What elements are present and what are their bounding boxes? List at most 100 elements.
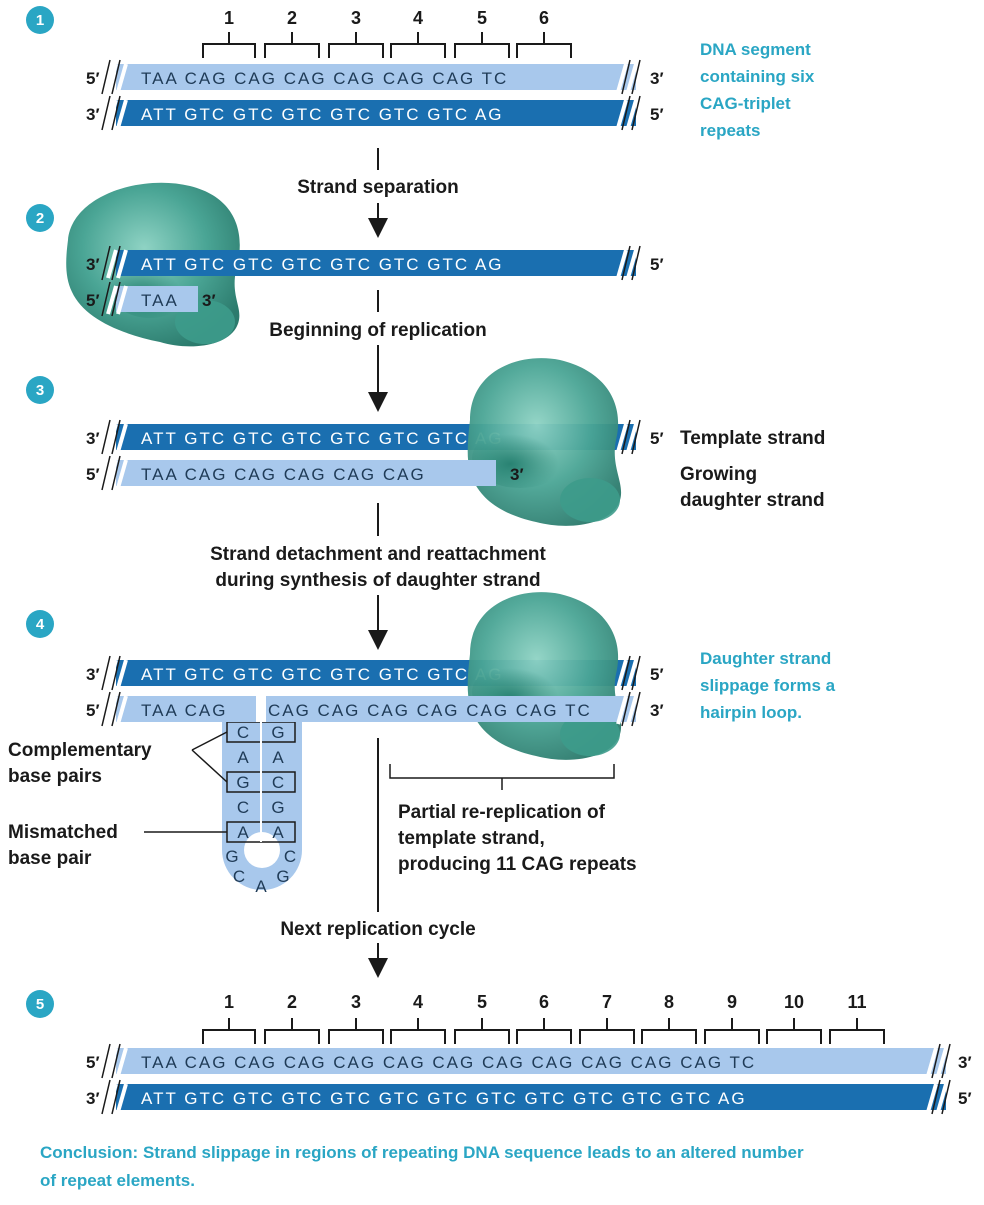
end-label: 3′ bbox=[958, 1053, 972, 1072]
rereplication-label: template strand, bbox=[398, 828, 545, 849]
step1-bottom-strand: ATT GTC GTC GTC GTC GTC GTC AG 3′ 5′ bbox=[86, 95, 664, 131]
mismatch-callout: Mismatched base pair bbox=[8, 822, 227, 869]
end-label: 3′ bbox=[86, 105, 100, 124]
step4-daughter-sequence-right: CAG CAG CAG CAG CAG CAG TC bbox=[268, 701, 592, 720]
template-strand-label: Template strand bbox=[680, 428, 825, 449]
repeat-number: 1 bbox=[224, 992, 234, 1012]
step1-caption: DNA segment containing six CAG-triplet r… bbox=[700, 40, 815, 140]
repeat-number: 11 bbox=[847, 992, 866, 1012]
step1-repeat-numbers: 1 2 3 4 5 6 bbox=[224, 8, 549, 28]
repeat-number: 6 bbox=[539, 992, 549, 1012]
daughter-strand-label: daughter strand bbox=[680, 490, 825, 511]
step-4-badge bbox=[26, 610, 54, 638]
repeat-number: 3 bbox=[351, 8, 361, 28]
repeat-number: 4 bbox=[413, 8, 423, 28]
conclusion-line: Conclusion: Strand slippage in regions o… bbox=[40, 1143, 804, 1162]
step-2: 2 ATT GTC GTC GTC GTC GTC GTC AG 3′ 5′ T… bbox=[26, 182, 664, 347]
repeat-number: 6 bbox=[539, 8, 549, 28]
rereplication-label: producing 11 CAG repeats bbox=[398, 854, 637, 875]
caption-line: DNA segment bbox=[700, 40, 811, 59]
end-label: 5′ bbox=[86, 701, 100, 720]
end-label: 5′ bbox=[650, 105, 664, 124]
step5-bottom-strand: ATT GTC GTC GTC GTC GTC GTC GTC GTC GTC … bbox=[86, 1079, 972, 1115]
step1-repeat-brackets bbox=[202, 32, 572, 58]
repeat-number: 8 bbox=[664, 992, 674, 1012]
end-label: 5′ bbox=[86, 69, 100, 88]
step3-daughter-sequence: TAA CAG CAG CAG CAG CAG bbox=[141, 465, 426, 484]
step-3-number: 3 bbox=[36, 382, 44, 399]
step2-daughter-sequence: TAA bbox=[141, 291, 179, 310]
step-1: 1 1 2 3 4 5 6 TAA CAG CAG CAG CAG CAG CA… bbox=[26, 6, 815, 140]
arrow-2-label: Beginning of replication bbox=[269, 320, 486, 341]
hairpin-right-bases: G A C G A bbox=[271, 723, 286, 842]
arrow-1: Strand separation bbox=[297, 148, 459, 238]
caption-line: Daughter strand bbox=[700, 649, 831, 668]
step-1-number: 1 bbox=[36, 12, 44, 29]
base: G bbox=[276, 867, 291, 886]
base: C bbox=[272, 773, 286, 792]
step1-top-strand: TAA CAG CAG CAG CAG CAG CAG TC 5′ 3′ bbox=[86, 59, 664, 95]
step4-template-sequence: ATT GTC GTC GTC GTC GTC GTC AG bbox=[141, 665, 504, 684]
base: A bbox=[255, 877, 268, 896]
rereplication-label: Partial re-replication of bbox=[398, 802, 606, 823]
base: A bbox=[237, 823, 250, 842]
end-label: 3′ bbox=[202, 291, 216, 310]
step-5-number: 5 bbox=[36, 996, 44, 1013]
step-5-badge bbox=[26, 990, 54, 1018]
repeat-number: 5 bbox=[477, 992, 487, 1012]
repeat-number: 10 bbox=[784, 992, 804, 1012]
step-3: 3 ATT GTC GTC GTC GTC GTC GTC AG 3′ 5′ T… bbox=[26, 358, 825, 526]
end-label: 3′ bbox=[650, 701, 664, 720]
repeat-number: 4 bbox=[413, 992, 423, 1012]
conclusion: Conclusion: Strand slippage in regions o… bbox=[40, 1143, 804, 1190]
end-label: 5′ bbox=[650, 255, 664, 274]
step2-template-strand: ATT GTC GTC GTC GTC GTC GTC AG 3′ 5′ bbox=[86, 245, 664, 281]
step5-bottom-sequence: ATT GTC GTC GTC GTC GTC GTC GTC GTC GTC … bbox=[141, 1089, 747, 1108]
step3-daughter-strand: TAA CAG CAG CAG CAG CAG 5′ 3′ bbox=[86, 455, 524, 491]
base: A bbox=[272, 823, 285, 842]
step-5: 5 1 2 3 4 5 6 7 8 9 10 11 bbox=[26, 990, 972, 1115]
base: C bbox=[233, 867, 247, 886]
complementary-label: Complementary bbox=[8, 740, 152, 761]
conclusion-line: of repeat elements. bbox=[40, 1171, 195, 1190]
mismatch-label: Mismatched bbox=[8, 822, 118, 843]
step5-repeat-brackets bbox=[202, 1018, 885, 1044]
caption-line: hairpin loop. bbox=[700, 703, 802, 722]
repeat-number: 5 bbox=[477, 8, 487, 28]
end-label: 3′ bbox=[86, 1089, 100, 1108]
base: G bbox=[271, 723, 286, 742]
repeat-number: 3 bbox=[351, 992, 361, 1012]
step4-daughter-sequence-left: TAA CAG bbox=[141, 701, 227, 720]
repeat-number: 7 bbox=[602, 992, 612, 1012]
polymerase-enzyme bbox=[467, 592, 622, 760]
complementary-label: base pairs bbox=[8, 766, 102, 787]
step-4: 4 ATT GTC GTC GTC GTC GTC GTC AG 3′ 5′ C… bbox=[8, 592, 836, 896]
complementary-callout: Complementary base pairs bbox=[8, 731, 228, 787]
step1-bottom-sequence: ATT GTC GTC GTC GTC GTC GTC AG bbox=[141, 105, 504, 124]
end-label: 3′ bbox=[86, 429, 100, 448]
end-label: 5′ bbox=[650, 429, 664, 448]
repeat-number: 2 bbox=[287, 8, 297, 28]
arrow-2: Beginning of replication bbox=[269, 290, 487, 412]
base: G bbox=[225, 847, 240, 866]
end-label: 3′ bbox=[510, 465, 524, 484]
step5-top-sequence: TAA CAG CAG CAG CAG CAG CAG CAG CAG CAG … bbox=[141, 1053, 756, 1072]
arrow-3-label: Strand detachment and reattachment bbox=[210, 544, 546, 565]
loop-bases: G C A G C bbox=[225, 847, 296, 896]
base: C bbox=[237, 798, 251, 817]
step-3-badge bbox=[26, 376, 54, 404]
hairpin-left-bases: C A G C A bbox=[236, 723, 251, 842]
caption-line: slippage forms a bbox=[700, 676, 836, 695]
hairpin-loop: C A G C A G A C G A G C A G C bbox=[222, 712, 302, 896]
repeat-number: 2 bbox=[287, 992, 297, 1012]
polymerase-enzyme bbox=[467, 358, 622, 526]
step-2-number: 2 bbox=[36, 210, 44, 227]
caption-line: containing six bbox=[700, 67, 815, 86]
step4-caption: Daughter strand slippage forms a hairpin… bbox=[700, 649, 836, 722]
base: A bbox=[272, 748, 285, 767]
daughter-strand-label: Growing bbox=[680, 464, 757, 485]
step-1-badge bbox=[26, 6, 54, 34]
arrow-4-label: Next replication cycle bbox=[280, 919, 475, 940]
step5-repeat-numbers: 1 2 3 4 5 6 7 8 9 10 11 bbox=[224, 992, 867, 1012]
